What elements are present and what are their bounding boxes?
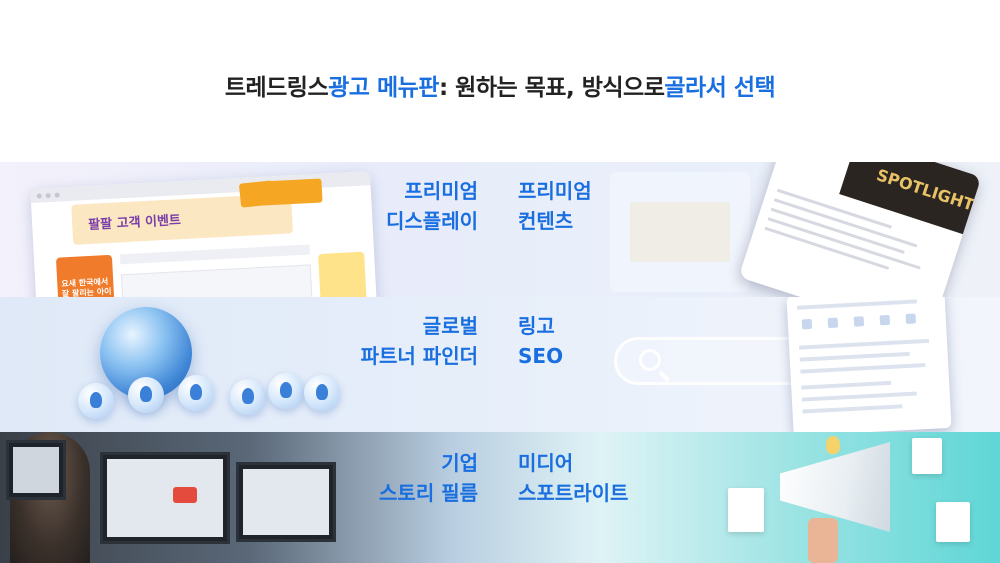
monitor-screen — [13, 447, 59, 493]
label-line: 디스플레이 — [386, 209, 478, 233]
person-icon — [304, 375, 340, 411]
corporate-story-film-label[interactable]: 기업 스토리 필름 — [350, 448, 478, 508]
premium-display-label[interactable]: 프리미엄 디스플레이 — [360, 176, 478, 236]
global-band: 글로벌 파트너 파인더 링고 SEO — [0, 297, 1000, 432]
document-icon — [728, 488, 764, 532]
text-line — [764, 226, 890, 270]
category-icon — [879, 314, 891, 326]
monitor — [236, 462, 336, 542]
headline-part1: 트레드링스 — [224, 75, 329, 101]
label-line: 기업 — [441, 451, 478, 475]
text-line — [799, 338, 930, 350]
person-icon — [78, 383, 114, 419]
video-play-icon — [173, 487, 197, 503]
premium-content-label[interactable]: 프리미엄 컨텐츠 — [518, 176, 658, 236]
browser-mockup: 팔팔 고객 이벤트 요새 한국에서 잘 팔리는 아이템 찾기 — [30, 171, 378, 297]
category-icon — [853, 316, 865, 327]
label-line: 스포트라이트 — [518, 481, 629, 505]
article-mockup: SPOTLIGHT — [738, 162, 982, 297]
window-dot-icon — [45, 192, 51, 198]
media-spotlight-label[interactable]: 미디어 스포트라이트 — [518, 448, 658, 508]
label-line: 프리미엄 — [404, 179, 478, 203]
text-line — [801, 380, 892, 390]
monitor — [6, 440, 66, 500]
category-icon — [827, 317, 839, 329]
lingo-seo-label[interactable]: 링고 SEO — [518, 311, 638, 371]
window-dot-icon — [54, 191, 60, 198]
text-line — [800, 363, 926, 374]
price-tag-icon — [261, 178, 323, 206]
category-icon — [905, 313, 917, 325]
label-line: 미디어 — [518, 451, 574, 475]
headline-highlight2: 골라서 선택 — [664, 75, 776, 101]
global-partner-finder-label[interactable]: 글로벌 파트너 파인더 — [340, 311, 478, 371]
hand-icon — [808, 518, 838, 563]
document-icon — [912, 438, 942, 474]
envelope-icon — [610, 172, 750, 292]
text-line — [799, 351, 910, 362]
lightbulb-icon — [826, 436, 840, 454]
text-line — [770, 207, 905, 254]
label-line: 파트너 파인더 — [360, 344, 478, 368]
label-line: 컨텐츠 — [518, 209, 574, 233]
headline-highlight1: 광고 메뉴판 — [328, 75, 439, 101]
label-line: 링고 — [518, 314, 555, 338]
window-dot-icon — [36, 192, 42, 199]
label-line: 글로벌 — [422, 314, 478, 338]
text-line — [802, 404, 903, 414]
label-line: SEO — [518, 344, 564, 368]
page-headline: 트레드링스 광고 메뉴판 : 원하는 목표, 방식으로 골라서 선택 — [0, 60, 1000, 110]
person-icon — [230, 379, 266, 415]
content-panel — [120, 264, 313, 297]
document-icon — [936, 502, 970, 542]
person-icon — [128, 377, 164, 413]
text-line — [801, 391, 917, 402]
side-ad-text: 요새 한국에서 잘 팔리는 아이템 찾기 — [61, 277, 112, 297]
media-band: 기업 스토리 필름 미디어 스포트라이트 — [0, 432, 1000, 563]
category-icon — [801, 318, 813, 330]
premium-band: 팔팔 고객 이벤트 요새 한국에서 잘 팔리는 아이템 찾기 프리미엄 디스플레… — [0, 162, 1000, 297]
search-icon — [639, 349, 661, 371]
label-line: 스토리 필름 — [379, 481, 478, 505]
monitor — [100, 452, 230, 544]
monitor-screen — [107, 459, 223, 537]
person-icon — [268, 373, 304, 409]
content-line — [119, 244, 311, 265]
headline-part2: : 원하는 목표, 방식으로 — [438, 75, 665, 101]
text-line — [767, 217, 921, 270]
seo-page-mockup — [786, 297, 952, 432]
person-icon — [178, 375, 214, 411]
promo-card — [318, 251, 367, 297]
monitor-screen — [243, 469, 329, 535]
label-line: 프리미엄 — [518, 179, 592, 203]
text-line — [796, 299, 917, 310]
